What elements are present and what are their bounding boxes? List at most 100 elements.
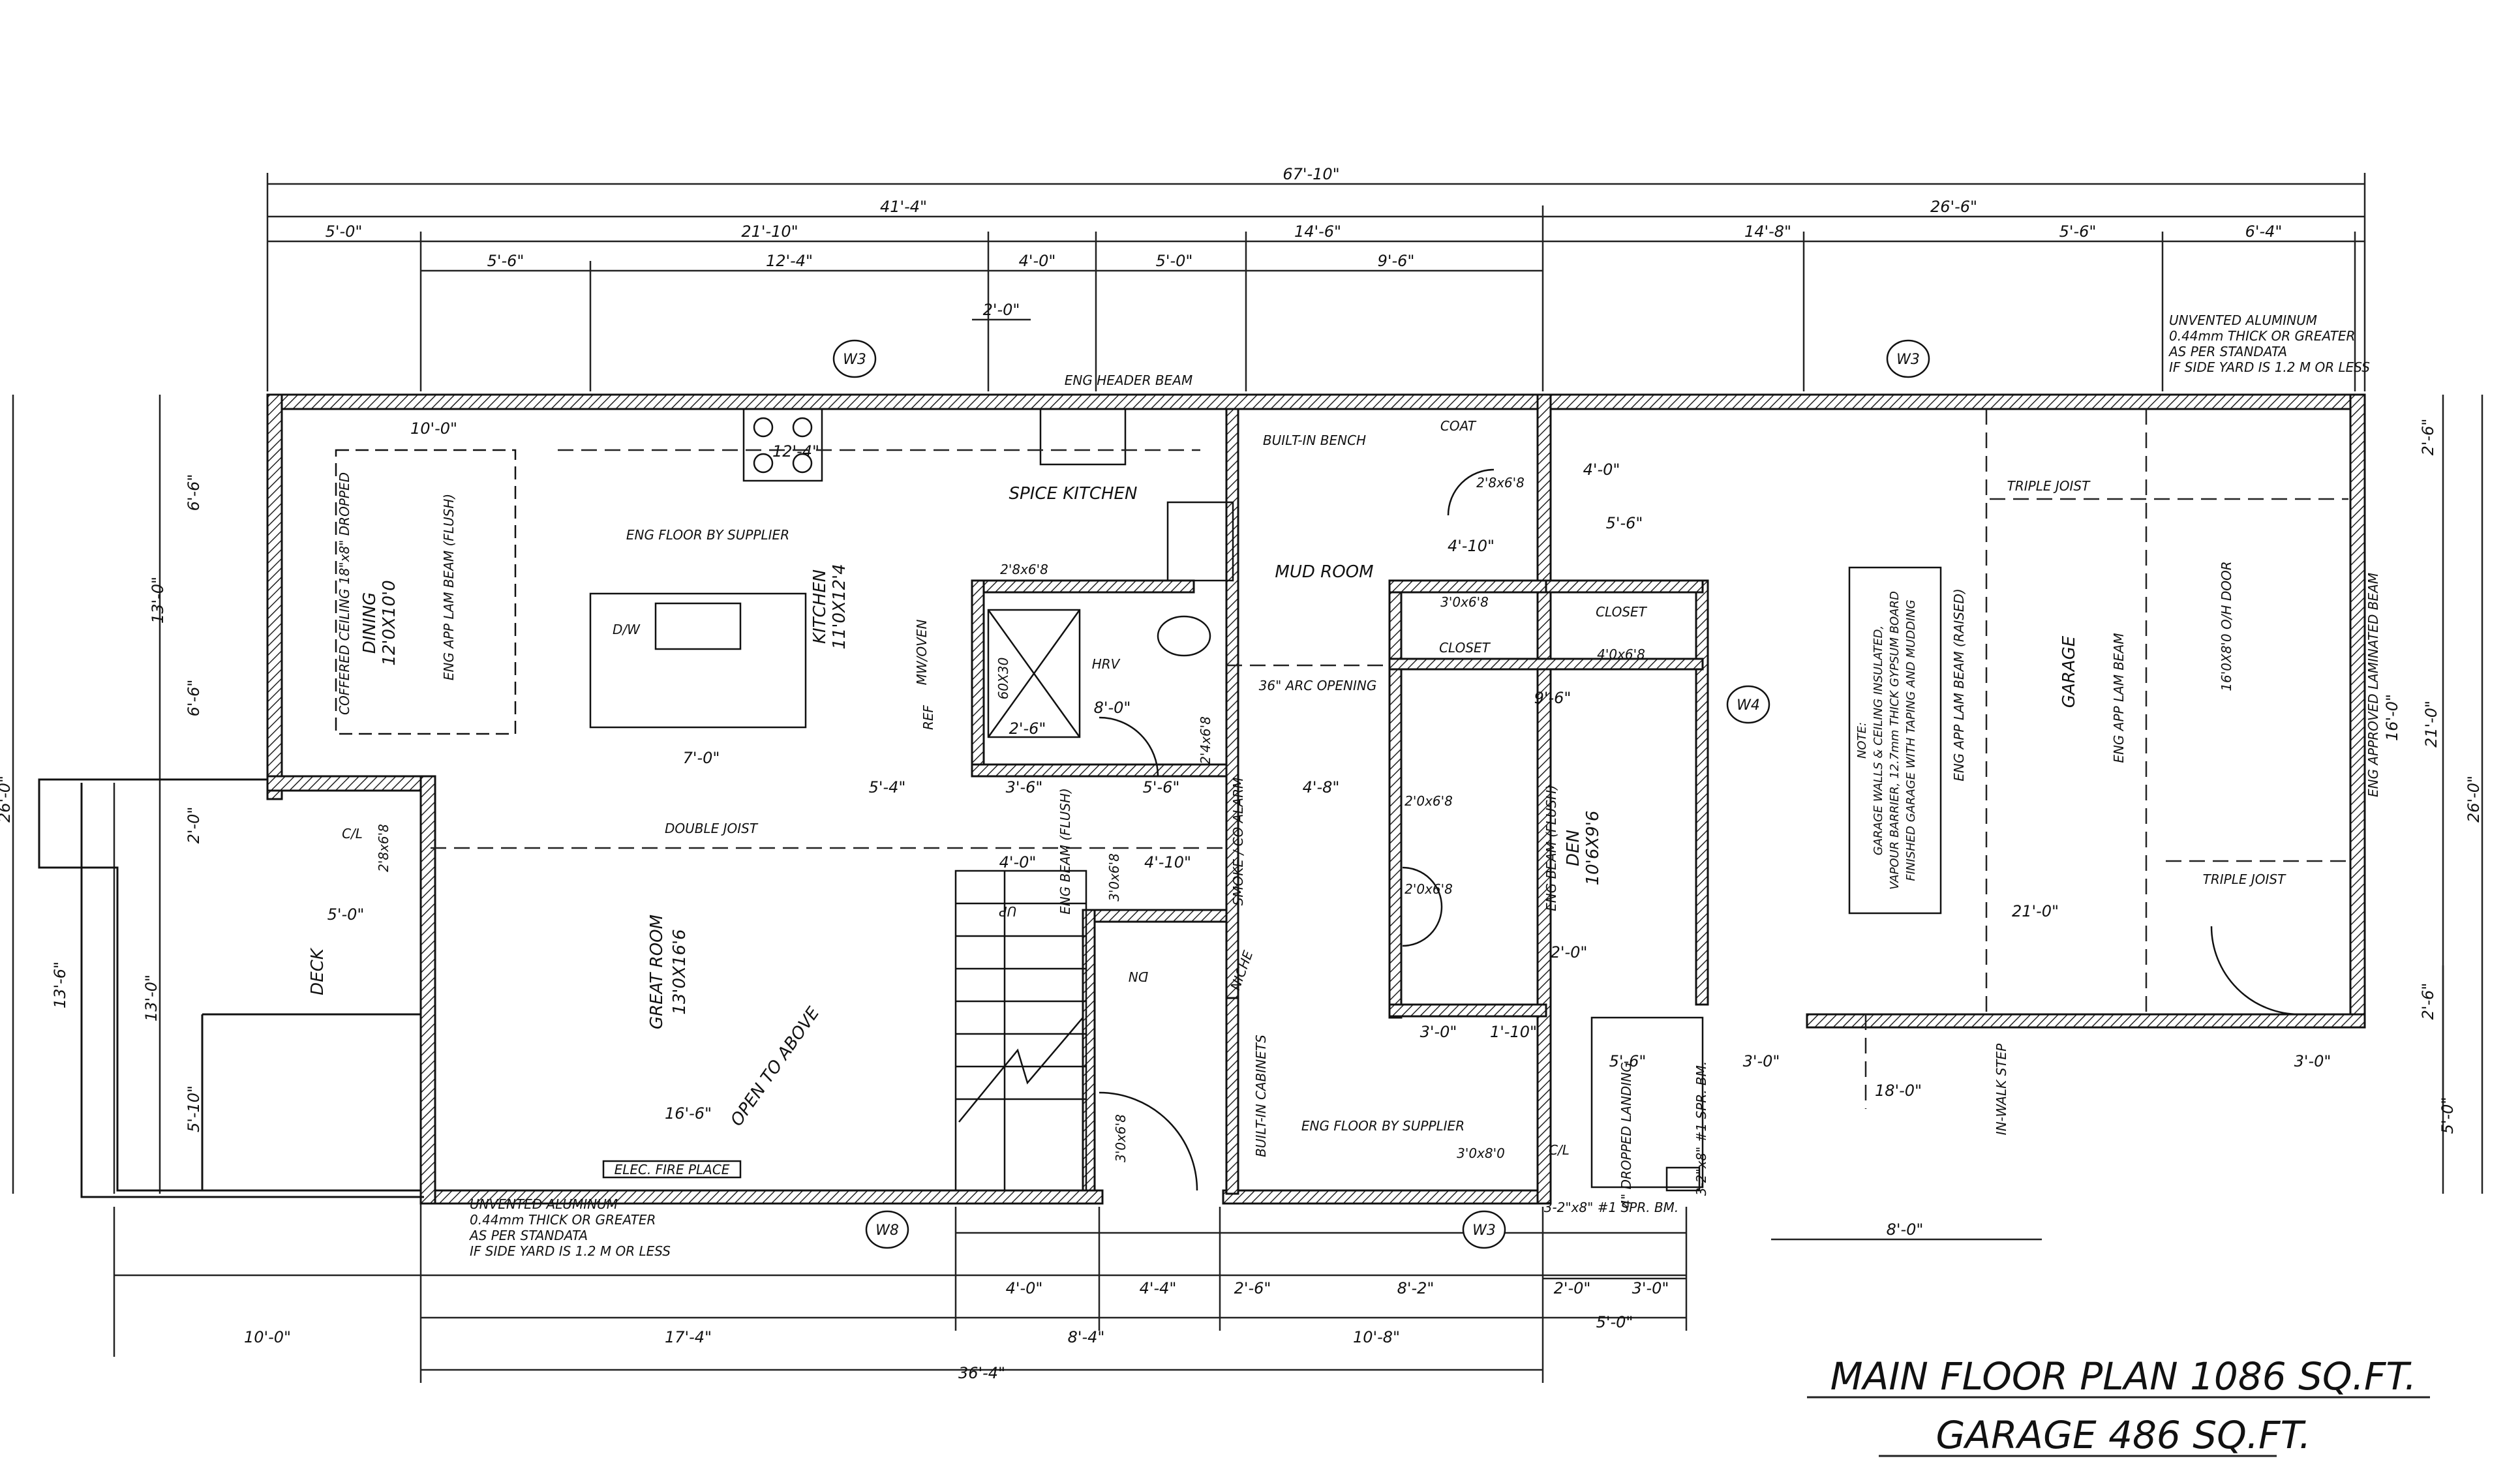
dim-bot1-4: 8'-2" [1397, 1279, 1435, 1297]
deck-outline [38, 778, 424, 1198]
eng-floor-1: ENG FLOOR BY SUPPLIER [626, 527, 789, 543]
built-in-bench: BUILT-IN BENCH [1263, 432, 1366, 448]
closet-1: CLOSET [1596, 604, 1648, 620]
door-5: 4'0x6'8 [1597, 646, 1645, 662]
inner-dim-2: 12'-4" [772, 442, 819, 461]
dimension-lines [12, 173, 2483, 1383]
stair-down: DN [1129, 969, 1148, 984]
dim-two-ft: 2'-0" [983, 301, 1020, 319]
inner-dim-6: 5'-6" [1143, 778, 1180, 796]
dim-row4-5: 9'-6" [1378, 252, 1415, 270]
aluminum-note-top-3: AS PER STANDATA [2168, 344, 2287, 359]
inner-dim-23: 8'-0" [1094, 699, 1131, 717]
dim-garage: 26'-6" [1930, 198, 1977, 216]
room-kitchen: KITCHEN [810, 569, 830, 644]
inner-dim-5: 3'-6" [1006, 778, 1043, 796]
den-beam-flush: ENG BEAM (FLUSH) [1543, 785, 1559, 911]
dim-bot1-3: 2'-6" [1234, 1279, 1271, 1297]
dim-left-d: 2'-0" [185, 807, 203, 844]
double-joist: DOUBLE JOIST [665, 821, 759, 836]
inner-dim-15: 3'-0" [1420, 1023, 1457, 1041]
window-tag-2: W3 [1896, 352, 1920, 368]
dim-row3-5: 5'-6" [2059, 222, 2097, 241]
window-tag-5: W8 [875, 1222, 899, 1239]
dim-row3-2: 21'-10" [741, 222, 798, 241]
dim-row4-2: 12'-4" [766, 252, 813, 270]
room-den-size: 10'6X9'6 [1583, 811, 1603, 886]
hrv: HRV [1092, 656, 1121, 672]
door-6: 2'0x6'8 [1404, 793, 1453, 809]
window-tags [832, 339, 1930, 1249]
inner-dim-1: 10'-0" [410, 419, 457, 438]
garage-note-1: NOTE: [1855, 722, 1869, 759]
door-1: 2'8x6'8 [1000, 562, 1048, 577]
dropped-landing: 4" DROPPED LANDING [1618, 1062, 1634, 1207]
inner-dim-4: 5'-4" [869, 778, 906, 796]
overhead-door: 16'0X8'0 O/H DOOR [2219, 561, 2234, 691]
mw-oven: MW/OVEN [914, 620, 930, 686]
door-9: 3'0x8'0 [1457, 1145, 1505, 1161]
inner-dim-8: 4'-0" [1583, 461, 1620, 479]
aluminum-note-bot-1: UNVENTED ALUMINUM [470, 1196, 618, 1212]
dim-left-a: 6'-6" [185, 474, 203, 511]
title-main-floor: MAIN FLOOR PLAN 1086 SQ.FT. [1830, 1354, 2417, 1399]
dim-bot1-5: 2'-0" [1554, 1279, 1591, 1297]
inner-dim-25: 4'-10" [1448, 537, 1495, 555]
walls [266, 393, 2366, 1205]
refrigerator: REF [920, 704, 936, 730]
dim-left-b: 13'-0" [149, 577, 167, 624]
room-den: DEN [1564, 830, 1583, 866]
inner-dim-16: 1'-10" [1490, 1023, 1537, 1041]
window-tag-4: W3 [1472, 1222, 1496, 1239]
dim-bot-total: 36'-4" [958, 1364, 1005, 1382]
dim-left-c: 6'-6" [185, 680, 203, 717]
smoke-co-alarm: SMOKE / CO ALARM [1230, 778, 1246, 906]
approved-lam-beam: ENG APPROVED LAMINATED BEAM [2365, 573, 2381, 797]
dim-bot2-4: 10'-8" [1353, 1328, 1400, 1346]
dim-total-top: 67'-10" [1283, 165, 1339, 183]
fireplace: ELEC. FIRE PLACE [615, 1162, 730, 1177]
aluminum-note-bot-2: 0.44mm THICK OR GREATER [470, 1212, 656, 1228]
dim-bot1-2: 4'-4" [1140, 1279, 1177, 1297]
shower: 60X30 [995, 658, 1011, 700]
inner-dim-9: 5'-6" [1606, 514, 1643, 532]
door-7: 2'0x6'8 [1404, 881, 1453, 897]
aluminum-note-bot-4: IF SIDE YARD IS 1.2 M OR LESS [470, 1243, 671, 1259]
garage-note-3: VAPOUR BARRIER, 12.7mm THICK GYPSUM BOAR… [1888, 591, 1902, 890]
room-dining-size: 12'0X10'0 [380, 580, 399, 665]
inner-dim-22: 5'-0" [327, 905, 365, 924]
arc-opening: 36" ARC OPENING [1259, 678, 1377, 693]
aluminum-note-top-1: UNVENTED ALUMINUM [2169, 312, 2317, 328]
dim-left-g: 5'-10" [185, 1085, 203, 1132]
room-mud: MUD ROOM [1275, 562, 1373, 582]
room-kitchen-size: 11'0X12'4 [830, 564, 849, 649]
inner-dim-10: 9'-6" [1534, 689, 1571, 707]
closet-2: CLOSET [1439, 640, 1491, 656]
dim-row3-6: 6'-4" [2245, 222, 2283, 241]
dim-bot1-6: 3'-0" [1632, 1279, 1669, 1297]
dim-row4-3: 4'-0" [1019, 252, 1056, 270]
door-8: 3'0x6'8 [1113, 1114, 1129, 1162]
built-in-cabinets: BUILT-IN CABINETS [1253, 1035, 1269, 1157]
room-great-size: 13'0X16'6 [670, 929, 690, 1014]
beam-lines [431, 409, 2348, 1109]
lam-beam-raised: ENG APP LAM BEAM (RAISED) [1951, 588, 1967, 781]
title-underlines [1807, 1396, 2430, 1457]
door-10: 2'8x6'8 [376, 824, 391, 872]
fixtures [335, 408, 1942, 1192]
coat-closet: COAT [1440, 418, 1477, 434]
eng-header-beam: ENG HEADER BEAM [1065, 372, 1192, 388]
window-tag-1: W3 [843, 352, 866, 368]
door-11: 3'0x6'8 [1106, 853, 1122, 901]
inner-dim-19: 3'-0" [1743, 1052, 1780, 1070]
dim-row3-1: 5'-0" [326, 222, 363, 241]
inner-dim-3: 7'-0" [683, 749, 720, 767]
dim-right-b: 16'-0" [2383, 694, 2401, 741]
garage-lam-beam: ENG APP LAM BEAM [2111, 633, 2127, 763]
dishwasher: D/W [613, 622, 641, 637]
door-3: 2'4x6'8 [1198, 716, 1213, 765]
room-dining: DINING [360, 592, 380, 654]
dim-left-f: 13'-0" [142, 975, 160, 1022]
dim-right-a: 2'-6" [2419, 419, 2437, 456]
